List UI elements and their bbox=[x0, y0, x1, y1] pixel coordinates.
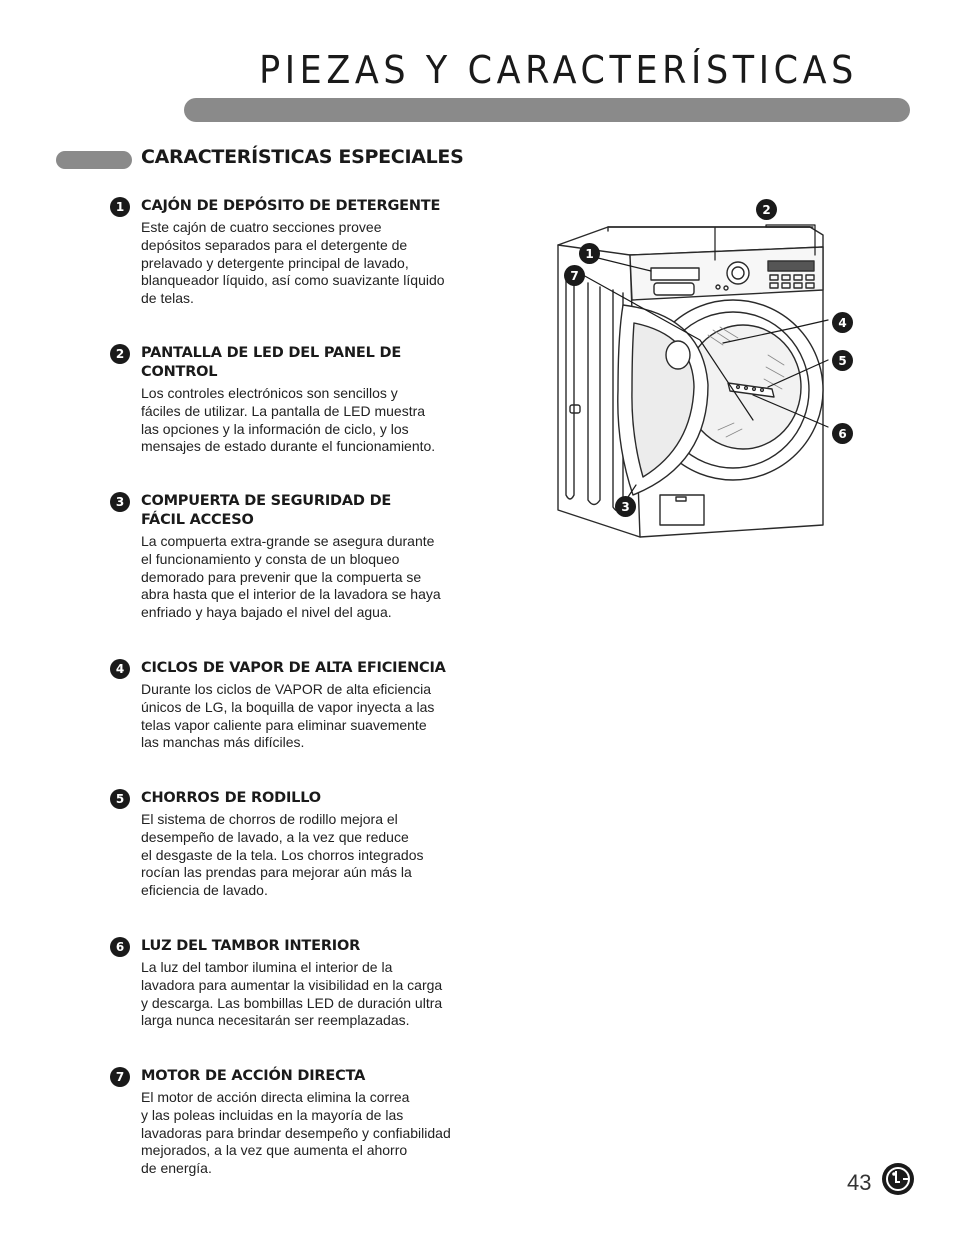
feature-heading: COMPUERTA DE SEGURIDAD DE FÁCIL ACCESO bbox=[141, 493, 392, 528]
feature-body: Este cajón de cuatro secciones provee de… bbox=[141, 219, 445, 307]
feature-7: 7 MOTOR DE ACCIÓN DIRECTA El motor de ac… bbox=[110, 1067, 510, 1178]
feature-heading: CHORROS DE RODILLO bbox=[141, 790, 321, 806]
feature-body: La luz del tambor ilumina el interior de… bbox=[141, 959, 443, 1029]
feature-number-badge: 5 bbox=[110, 789, 130, 809]
callout-3: 3 bbox=[615, 496, 636, 517]
feature-heading: LUZ DEL TAMBOR INTERIOR bbox=[141, 938, 361, 954]
callout-2: 2 bbox=[756, 199, 777, 220]
callout-1: 1 bbox=[579, 243, 600, 264]
feature-body: Los controles electrónicos son sencillos… bbox=[141, 385, 436, 455]
feature-number-badge: 3 bbox=[110, 492, 130, 512]
page-title: PIEZAS Y CARACTERÍSTICAS bbox=[259, 48, 858, 92]
lg-logo-icon bbox=[882, 1163, 914, 1195]
section-title: CARACTERÍSTICAS ESPECIALES bbox=[141, 146, 464, 168]
feature-body: El sistema de chorros de rodillo mejora … bbox=[141, 811, 424, 899]
feature-5: 5 CHORROS DE RODILLO El sistema de chorr… bbox=[110, 789, 510, 900]
feature-heading: CICLOS DE VAPOR DE ALTA EFICIENCIA bbox=[141, 660, 446, 676]
feature-heading: PANTALLA DE LED DEL PANEL DE CONTROL bbox=[141, 345, 402, 380]
feature-body: Durante los ciclos de VAPOR de alta efic… bbox=[141, 681, 435, 751]
feature-2: 2 PANTALLA DE LED DEL PANEL DE CONTROL L… bbox=[110, 344, 510, 456]
page-number: 43 bbox=[847, 1170, 872, 1195]
feature-number-badge: 1 bbox=[110, 197, 130, 217]
washing-machine-icon bbox=[557, 224, 829, 538]
feature-number-badge: 4 bbox=[110, 659, 130, 679]
feature-heading: CAJÓN DE DEPÓSITO DE DETERGENTE bbox=[141, 198, 441, 214]
feature-heading: MOTOR DE ACCIÓN DIRECTA bbox=[141, 1068, 366, 1084]
title-bar bbox=[184, 98, 910, 122]
feature-4: 4 CICLOS DE VAPOR DE ALTA EFICIENCIA Dur… bbox=[110, 659, 510, 752]
callout-5: 5 bbox=[832, 350, 853, 371]
section-pill bbox=[56, 151, 132, 169]
feature-body: El motor de acción directa elimina la co… bbox=[141, 1089, 451, 1177]
washing-machine-figure: 1 2 3 4 5 6 7 bbox=[548, 195, 868, 555]
callout-4: 4 bbox=[832, 312, 853, 333]
feature-6: 6 LUZ DEL TAMBOR INTERIOR La luz del tam… bbox=[110, 937, 510, 1030]
callout-6: 6 bbox=[832, 423, 853, 444]
feature-number-badge: 6 bbox=[110, 937, 130, 957]
feature-1: 1 CAJÓN DE DEPÓSITO DE DETERGENTE Este c… bbox=[110, 197, 510, 308]
feature-number-badge: 7 bbox=[110, 1067, 130, 1087]
feature-number-badge: 2 bbox=[110, 344, 130, 364]
feature-3: 3 COMPUERTA DE SEGURIDAD DE FÁCIL ACCESO… bbox=[110, 492, 510, 622]
feature-body: La compuerta extra-grande se asegura dur… bbox=[141, 533, 441, 621]
callout-7: 7 bbox=[564, 265, 585, 286]
